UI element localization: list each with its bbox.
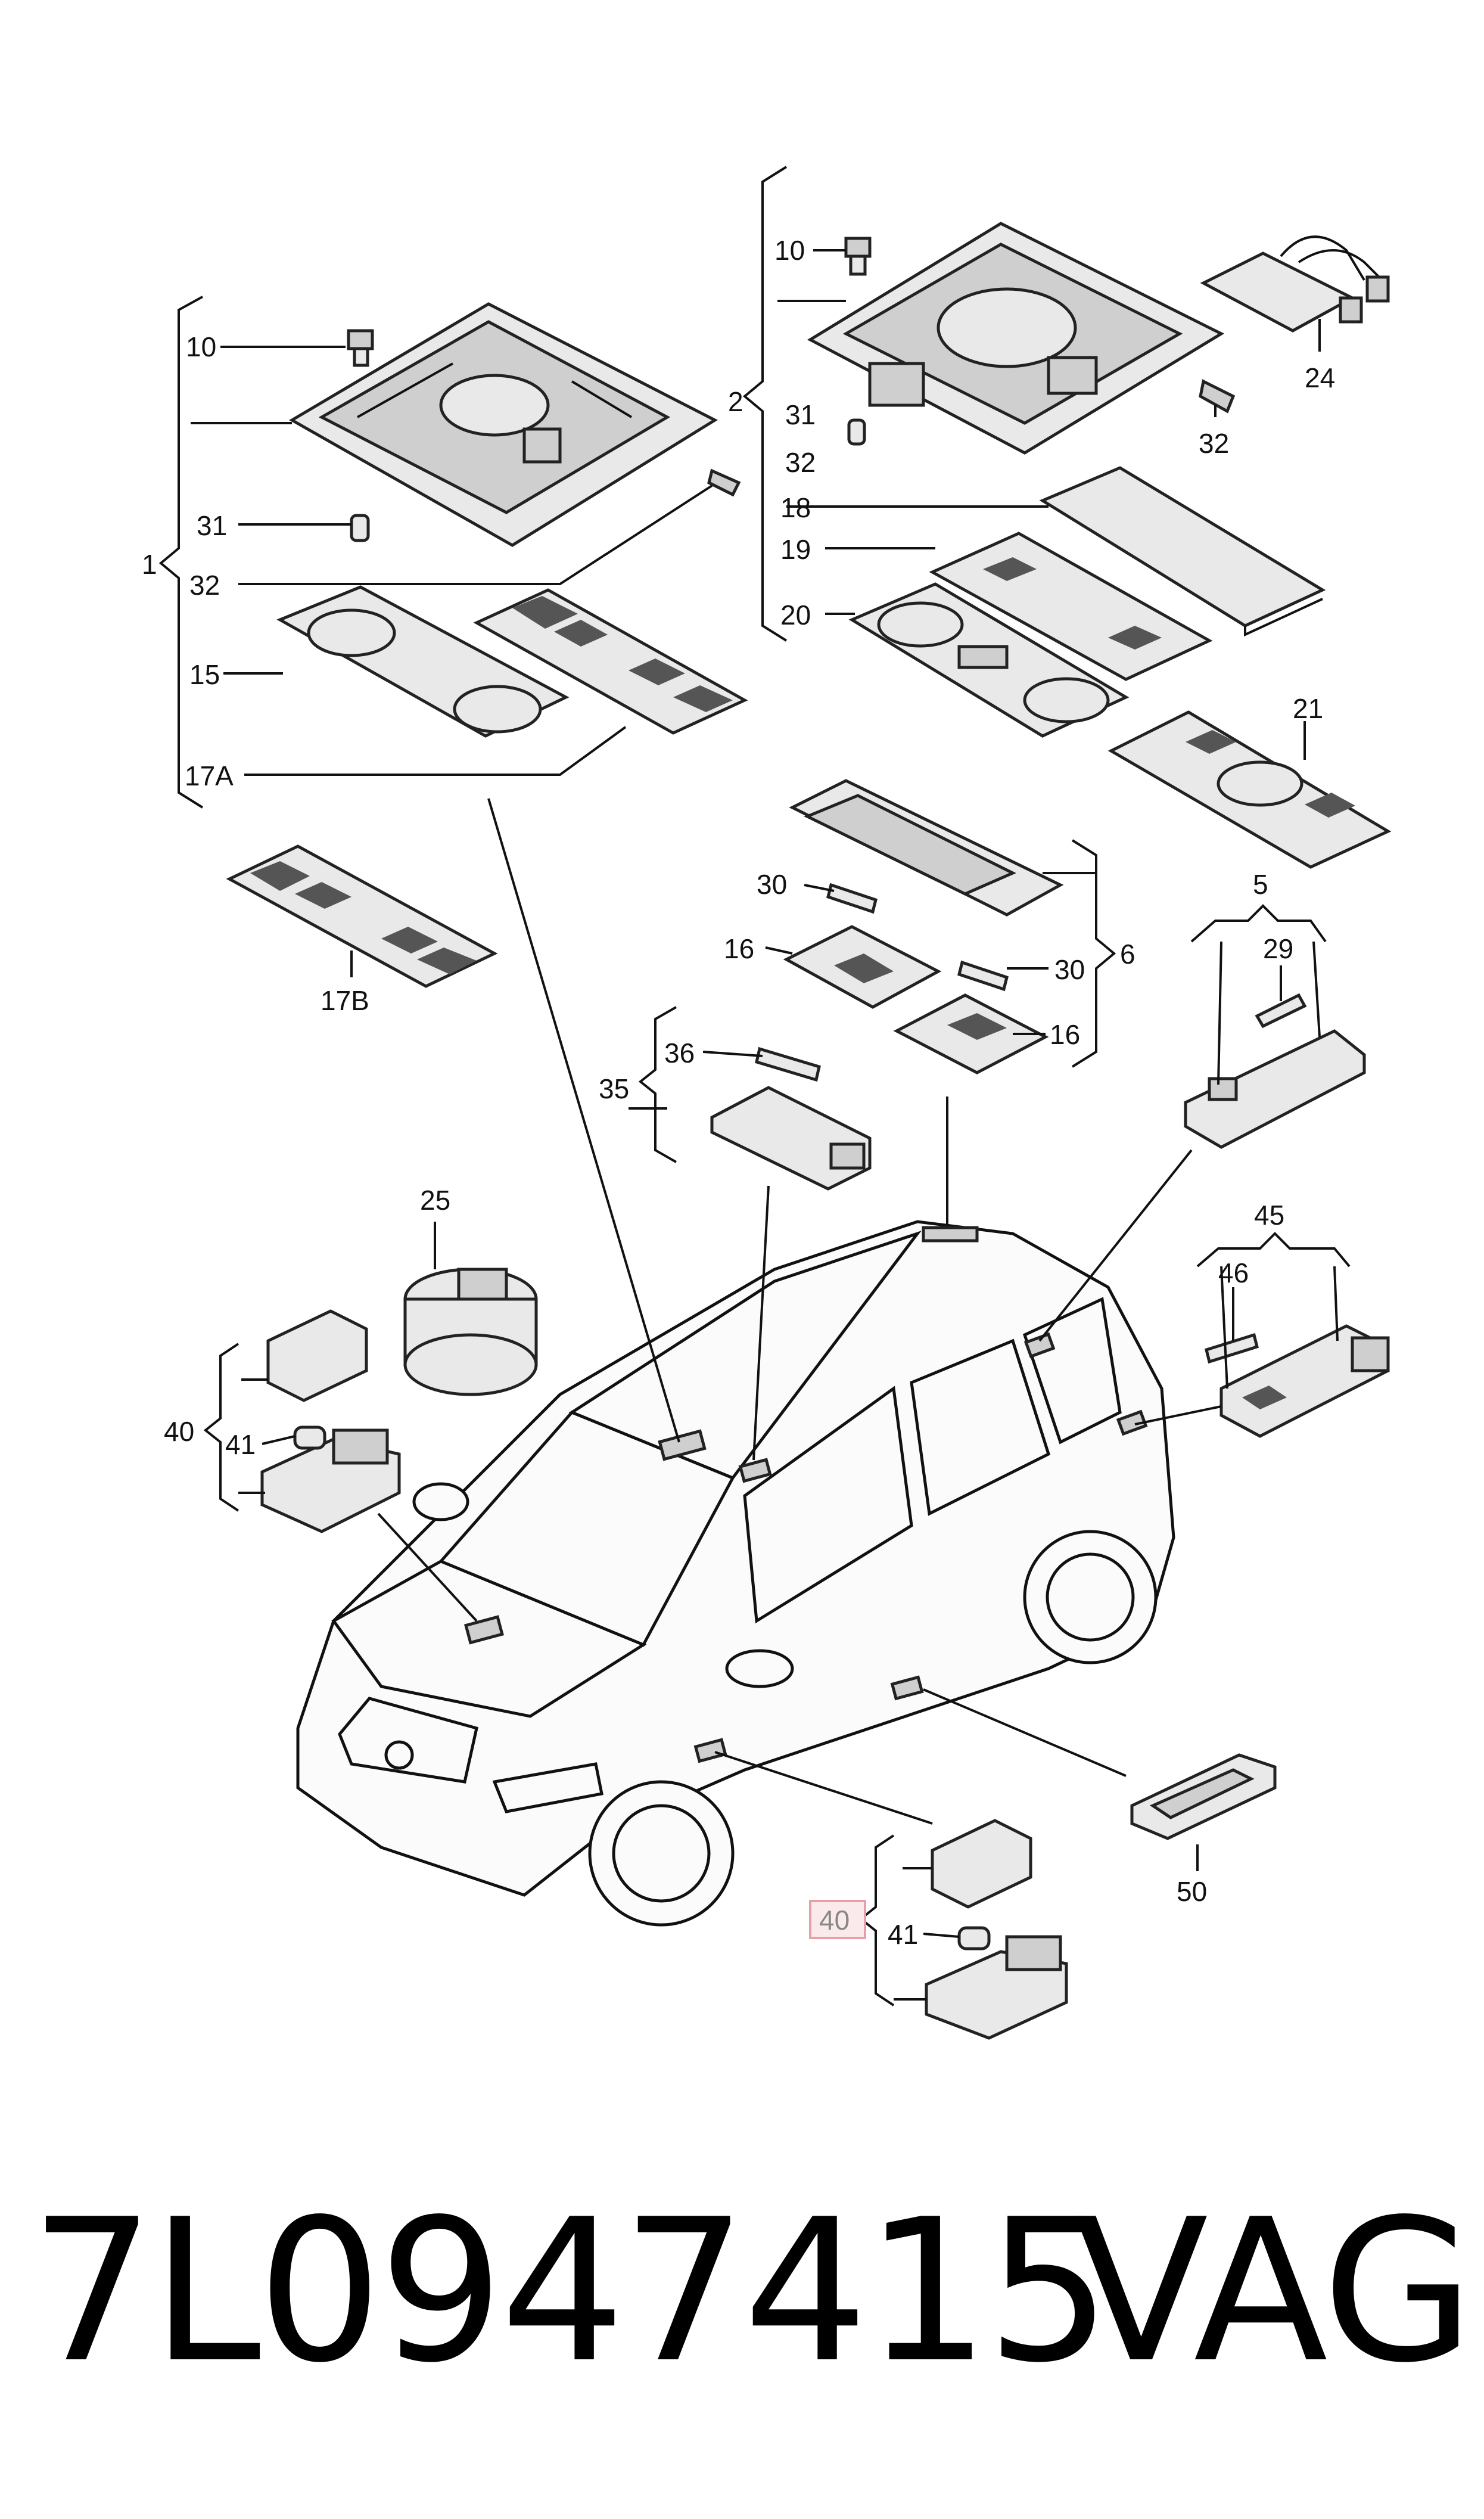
bulb-46 xyxy=(1205,1333,1259,1364)
reading-light-6 xyxy=(789,779,1064,917)
label-32a: 32 xyxy=(189,570,220,601)
label-16b: 16 xyxy=(1050,1019,1080,1050)
bulb-31-left xyxy=(350,514,370,542)
label-15: 15 xyxy=(189,659,220,690)
foil-16-left xyxy=(783,925,942,1009)
light-5 xyxy=(1184,1029,1366,1149)
label-16a: 16 xyxy=(724,933,754,964)
label-41a: 41 xyxy=(225,1429,256,1460)
label-30b: 30 xyxy=(1054,954,1085,985)
foil-16-right xyxy=(893,993,1049,1074)
bulb-41-right xyxy=(957,1926,991,1950)
label-50: 50 xyxy=(1177,1876,1207,1907)
brand-name: VAG xyxy=(1074,2177,1474,2406)
label-35: 35 xyxy=(599,1073,629,1104)
leader-40b-to-car xyxy=(714,1751,933,1825)
lens-15 xyxy=(276,585,570,738)
leader-40a-to-car xyxy=(377,1512,478,1622)
bracket-1 xyxy=(158,296,204,809)
bracket-35 xyxy=(638,1006,677,1163)
label-32b: 32 xyxy=(785,447,816,478)
part-number: 7L0947415 xyxy=(30,2177,1112,2406)
label-46: 46 xyxy=(1218,1257,1249,1288)
light-35 xyxy=(710,1086,872,1191)
clip-10-right xyxy=(844,237,872,276)
label-5: 5 xyxy=(1253,869,1268,900)
label-17b: 17B xyxy=(321,985,369,1016)
label-10b: 10 xyxy=(774,235,805,266)
label-24: 24 xyxy=(1305,362,1335,393)
highlight-box xyxy=(809,1900,866,1939)
leader-35-to-car xyxy=(752,1185,770,1461)
label-6: 6 xyxy=(1120,939,1135,970)
label-21: 21 xyxy=(1293,693,1323,724)
label-32c: 32 xyxy=(1199,428,1229,459)
label-29: 29 xyxy=(1263,933,1293,964)
panel-19 xyxy=(929,532,1213,681)
bracket-45 xyxy=(1196,1232,1351,1268)
panel-18 xyxy=(1039,466,1326,637)
dome-light-rear xyxy=(289,302,718,547)
sensor-25 xyxy=(403,1268,538,1396)
leader-50-to-car xyxy=(923,1688,1127,1777)
label-36: 36 xyxy=(664,1038,695,1069)
handle-50 xyxy=(1130,1753,1277,1840)
label-40b: 40 xyxy=(819,1905,850,1936)
dome-light-front xyxy=(807,222,1225,455)
bracket-5 xyxy=(1190,904,1327,943)
lamp-40-right xyxy=(925,1819,1068,2040)
leader-lens-to-car xyxy=(487,798,680,1443)
wiring-24 xyxy=(1200,235,1390,333)
panel-20 xyxy=(848,582,1130,738)
label-17a: 17A xyxy=(185,760,234,791)
bulb-29 xyxy=(1255,993,1307,1029)
bracket-6 xyxy=(1071,839,1116,1068)
screw-32-left xyxy=(707,468,741,497)
leader-lines xyxy=(191,249,1339,2001)
leader-5-to-car xyxy=(1038,1149,1193,1342)
label-10a: 10 xyxy=(186,331,216,362)
light-45 xyxy=(1219,1324,1390,1438)
label-19: 19 xyxy=(780,534,811,565)
label-25: 25 xyxy=(420,1185,450,1216)
clip-10-left xyxy=(347,329,374,367)
lens-17a xyxy=(473,588,748,735)
bulb-30-left xyxy=(826,883,878,914)
panel-21 xyxy=(1107,710,1392,869)
screw-32-right xyxy=(1199,379,1236,414)
label-20: 20 xyxy=(780,600,811,630)
bulb-30-right xyxy=(957,960,1009,992)
label-40a: 40 xyxy=(164,1416,194,1447)
label-30a: 30 xyxy=(757,869,787,900)
label-31b: 31 xyxy=(785,399,816,430)
bracket-2 xyxy=(742,166,788,642)
bracket-40a xyxy=(203,1343,239,1512)
label-45: 45 xyxy=(1254,1200,1284,1231)
bulb-41-left xyxy=(293,1425,326,1450)
bulb-31-right xyxy=(847,418,866,446)
lens-17b xyxy=(226,844,498,988)
bulb-36 xyxy=(755,1046,821,1082)
lamp-40-left xyxy=(260,1309,401,1533)
footer: 7L0947415 VAG xyxy=(0,2193,1484,2431)
car-illustration xyxy=(296,1220,1175,1927)
label-1: 1 xyxy=(142,549,157,580)
label-2: 2 xyxy=(728,386,743,417)
label-18: 18 xyxy=(780,492,811,523)
leader-45-to-car xyxy=(1134,1405,1222,1425)
label-31a: 31 xyxy=(197,510,227,541)
label-41b: 41 xyxy=(888,1919,918,1950)
